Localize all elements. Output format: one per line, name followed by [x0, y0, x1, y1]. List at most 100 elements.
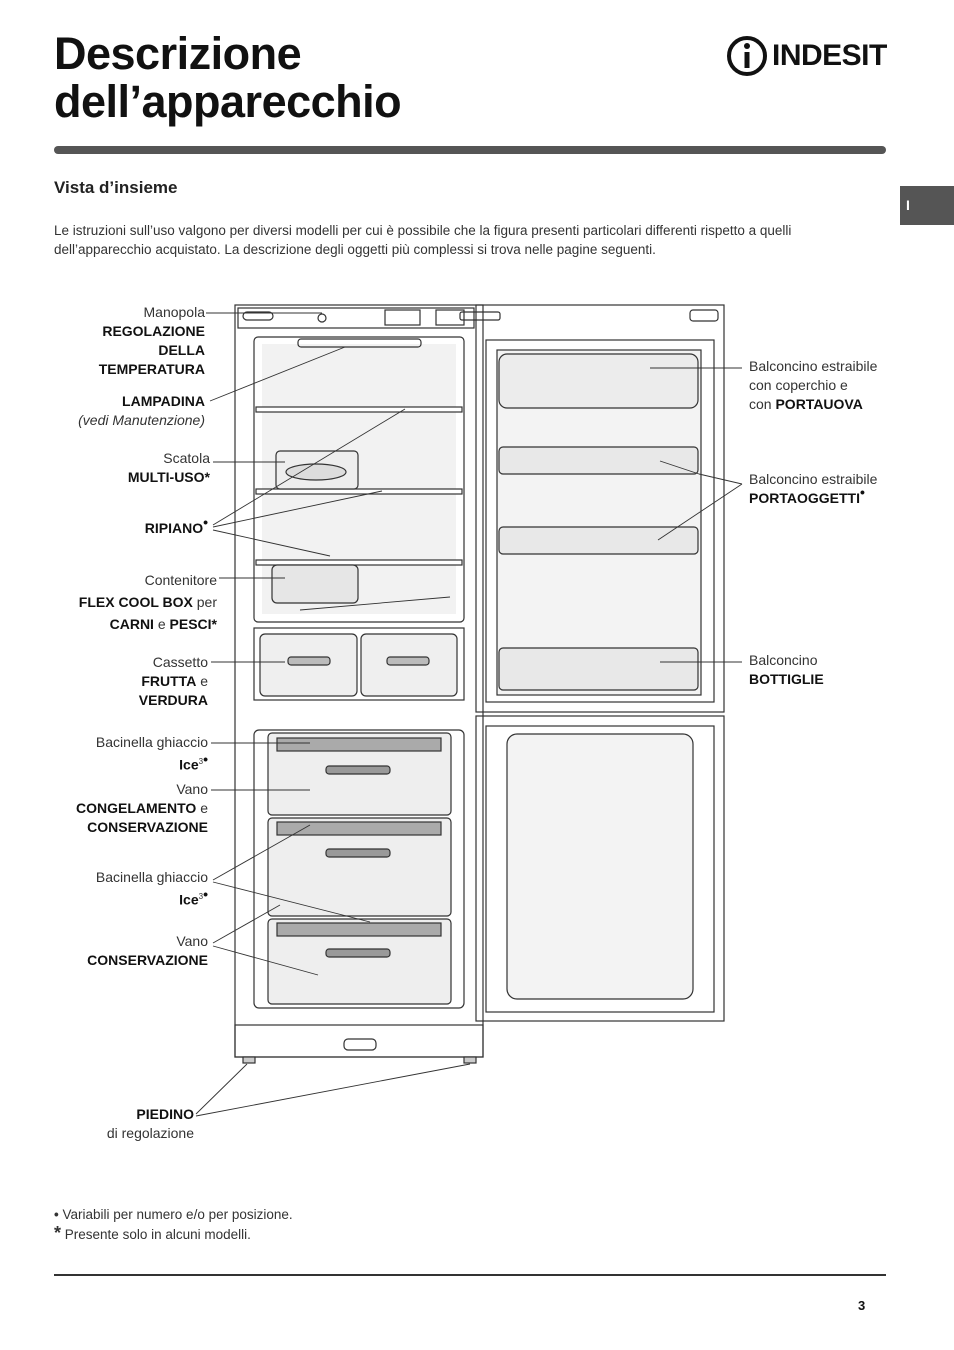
shelf-1 [255, 406, 463, 413]
footnote-asterisk-mark: * [54, 1223, 62, 1243]
footnote-bullet: • Variabili per numero e/o per posizione… [54, 1205, 293, 1224]
label-e: e [157, 616, 166, 632]
label-storage-zone: Vano CONSERVAZIONE [87, 932, 208, 970]
door-shelf-1 [498, 446, 699, 475]
label-bottle-shelf: Balconcino BOTTIGLIE [749, 651, 824, 689]
label-bacinella: Bacinella ghiaccio [95, 869, 208, 885]
label-ice-sup: 3 [198, 757, 204, 766]
label-carni: CARNI [109, 616, 154, 632]
label-conservazione: CONSERVAZIONE [87, 819, 208, 835]
base-grille [234, 1024, 484, 1058]
label-lampadina-note: (vedi Manutenzione) [78, 412, 205, 428]
bottle-shelf [498, 647, 699, 691]
header-divider [54, 146, 886, 154]
thermostat-knob-icon [317, 313, 327, 323]
label-verdura: VERDURA [138, 692, 208, 708]
label-vano: Vano [176, 781, 208, 797]
label-balc-estraibile: Balconcino estraibile [749, 358, 878, 374]
label-e: e [200, 673, 208, 689]
label-portaoggetti: PORTAOGGETTI [749, 490, 860, 506]
foot-right [463, 1056, 477, 1064]
label-temperatura: TEMPERATURA [98, 361, 205, 377]
label-flex: FLEX COOL BOX [78, 594, 193, 610]
label-frutta: FRUTTA [141, 673, 197, 689]
logo-text: INDESIT [772, 39, 887, 72]
label-ripiano: RIPIANO [144, 520, 204, 536]
freezer-compartment [253, 729, 465, 1009]
asterisk-mark: * [211, 616, 217, 632]
bullet-mark: • [203, 885, 208, 902]
label-vano: Vano [176, 933, 208, 949]
label-egg-shelf: Balconcino estraibile con coperchio e co… [749, 357, 877, 414]
label-door-shelf: Balconcino estraibile PORTAOGGETTI• [749, 470, 877, 508]
footnote-asterisk-text: Presente solo in alcuni modelli. [64, 1227, 251, 1242]
door-shelf-2 [498, 526, 699, 555]
label-multi-use-box: Scatola MULTI-USO* [128, 449, 210, 487]
label-della: DELLA [158, 342, 205, 358]
brand-logo: INDESIT [726, 34, 887, 78]
footnote-bullet-mark: • [54, 1207, 59, 1222]
bullet-mark: • [203, 514, 208, 530]
logo-i-icon [727, 36, 767, 76]
control-panel [237, 307, 475, 329]
footnote-bullet-text: Variabili per numero e/o per posizione. [62, 1207, 293, 1222]
page-number: 3 [858, 1298, 866, 1313]
label-piedino: PIEDINO [136, 1106, 194, 1122]
label-regolazione: REGOLAZIONE [102, 323, 205, 339]
flex-cool-box [271, 564, 359, 604]
egg-shelf [498, 353, 699, 409]
label-multiuso: MULTI-USO [127, 469, 205, 485]
intro-paragraph: Le istruzioni sull’uso valgono per diver… [54, 223, 792, 257]
label-foot: PIEDINO di regolazione [107, 1105, 194, 1143]
fridge-compartment [253, 336, 465, 623]
label-ice: Ice [179, 891, 199, 908]
freezer-door [475, 715, 725, 1022]
label-manopola: Manopola [143, 304, 206, 320]
label-ice-tray-1: Bacinella ghiaccio Ice3• [96, 733, 208, 775]
shelf-3 [255, 559, 463, 566]
label-e: e [200, 800, 208, 816]
label-di-regolazione: di regolazione [106, 1125, 194, 1141]
page-title-line-1: Descrizione [54, 28, 302, 79]
footnote-asterisk: * Presente solo in alcuni modelli. [54, 1224, 293, 1244]
footer-divider [54, 1274, 886, 1276]
label-portauova: PORTAUOVA [775, 396, 863, 412]
asterisk-mark: * [204, 469, 210, 485]
label-freezer-zone: Vano CONGELAMENTO e CONSERVAZIONE [76, 780, 208, 837]
label-cassetto: Cassetto [152, 654, 208, 670]
label-scatola: Scatola [163, 450, 210, 466]
label-conservazione: CONSERVAZIONE [87, 952, 208, 968]
label-lampadina: LAMPADINA [122, 393, 205, 409]
bullet-mark: • [203, 750, 208, 767]
label-ice: Ice [179, 756, 199, 773]
label-con: con [749, 396, 772, 412]
label-bacinella: Bacinella ghiaccio [95, 734, 208, 750]
crisper-frame [253, 627, 465, 701]
label-crisper: Cassetto FRUTTA e VERDURA [139, 653, 208, 710]
label-temperature-knob: Manopola REGOLAZIONE DELLA TEMPERATURA [99, 303, 205, 379]
label-con-coperchio: con coperchio e [749, 377, 848, 393]
footnotes: • Variabili per numero e/o per posizione… [54, 1205, 293, 1244]
label-lamp: LAMPADINA (vedi Manutenzione) [78, 392, 205, 430]
label-ice-sup: 3 [198, 892, 204, 901]
label-congelamento: CONGELAMENTO [76, 800, 197, 816]
label-bottiglie: BOTTIGLIE [749, 671, 824, 687]
label-ice-tray-2: Bacinella ghiaccio Ice3• [96, 868, 208, 910]
foot-left [242, 1056, 256, 1064]
label-pesci: PESCI [169, 616, 212, 632]
label-flex-cool-box: Contenitore FLEX COOL BOX per CARNI e PE… [79, 569, 217, 635]
freezer-drawer-2 [267, 817, 452, 917]
lamp-cover [297, 338, 422, 348]
page-title: Descrizione dell’apparecchio [54, 28, 402, 127]
section-title: Vista d’insieme [54, 178, 178, 197]
page-title-line-2: dell’apparecchio [54, 76, 402, 127]
fridge-door [475, 304, 725, 713]
bullet-mark: • [859, 484, 865, 500]
language-tab-label: I [906, 197, 910, 213]
label-shelf: RIPIANO• [144, 514, 208, 538]
label-per: per [196, 594, 217, 610]
label-balc-estraibile-2: Balconcino estraibile [749, 471, 878, 487]
language-tab: I [900, 186, 954, 225]
label-contenitore: Contenitore [144, 572, 217, 588]
